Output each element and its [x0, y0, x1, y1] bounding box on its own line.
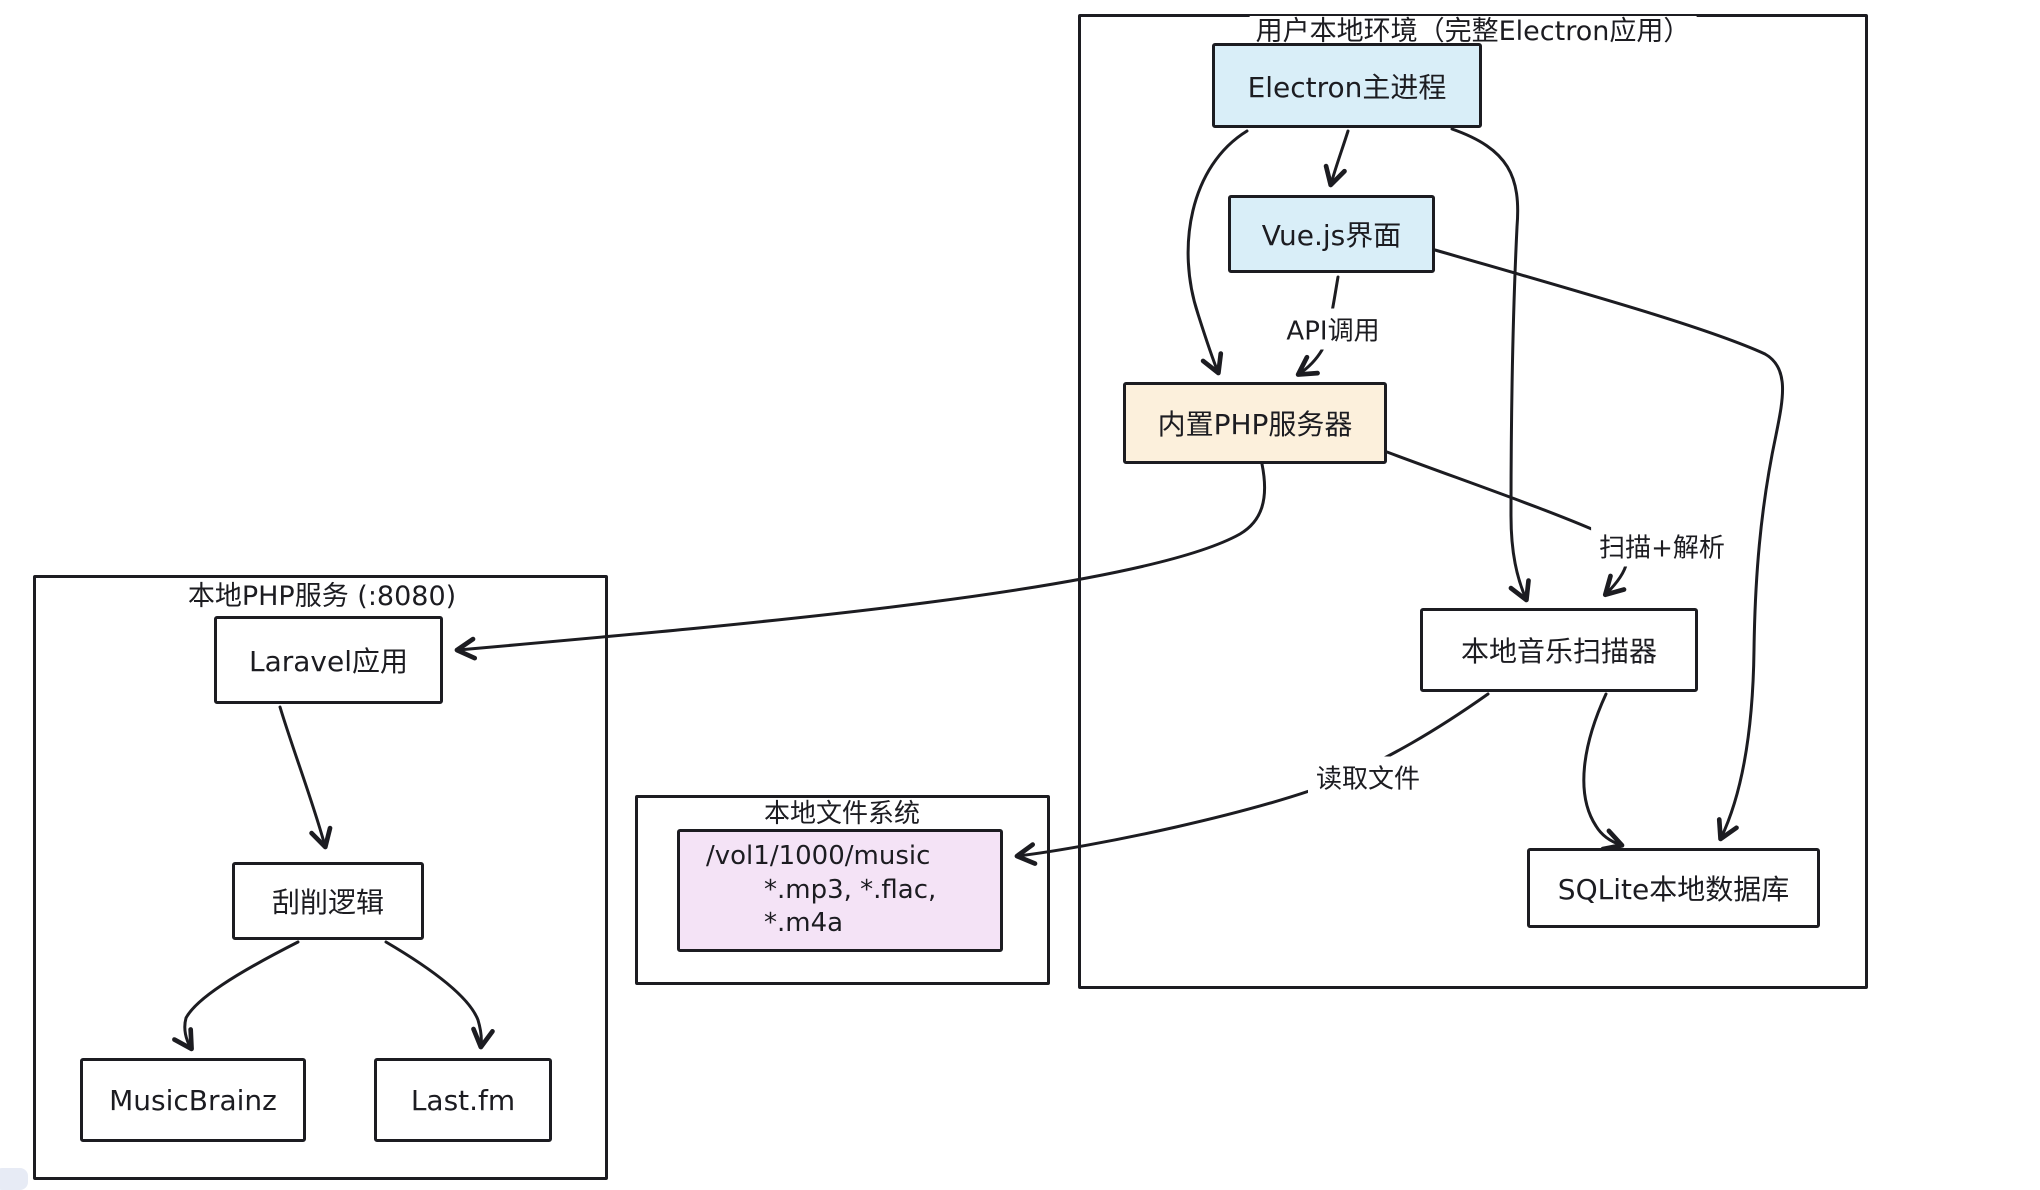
node-embedded-php-server-label: 内置PHP服务器 — [1157, 408, 1353, 441]
node-electron-main-process[interactable]: Electron主进程 — [1212, 43, 1482, 128]
node-music-path[interactable]: /vol1/1000/music *.mp3, *.flac, *.m4a — [677, 829, 1003, 952]
container-php-service-title: 本地PHP服务 (:8080) — [181, 581, 463, 613]
node-musicbrainz-label: MusicBrainz — [109, 1083, 277, 1117]
node-music-path-line1: /vol1/1000/music — [706, 840, 931, 871]
page-corner-chip — [0, 1168, 28, 1190]
node-vue-ui-label: Vue.js界面 — [1261, 219, 1402, 252]
node-laravel-app[interactable]: Laravel应用 — [214, 616, 443, 704]
node-music-path-line3: *.m4a — [764, 908, 844, 939]
node-local-music-scanner[interactable]: 本地音乐扫描器 — [1420, 608, 1698, 692]
node-musicbrainz[interactable]: MusicBrainz — [80, 1058, 306, 1142]
node-local-music-scanner-label: 本地音乐扫描器 — [1460, 635, 1657, 668]
node-electron-main-process-label: Electron主进程 — [1247, 70, 1447, 104]
node-lastfm[interactable]: Last.fm — [374, 1058, 552, 1142]
node-embedded-php-server[interactable]: 内置PHP服务器 — [1123, 382, 1387, 464]
edge-label-read-files: 读取文件 — [1307, 756, 1429, 798]
node-vue-ui[interactable]: Vue.js界面 — [1228, 195, 1435, 273]
container-file-system[interactable] — [635, 795, 1050, 985]
container-php-service[interactable] — [33, 575, 608, 1180]
node-lastfm-label: Last.fm — [410, 1083, 516, 1117]
node-scraper-logic[interactable]: 刮削逻辑 — [232, 862, 424, 940]
node-sqlite-local-db-label: SQLite本地数据库 — [1557, 873, 1790, 906]
node-laravel-app-label: Laravel应用 — [248, 645, 408, 678]
node-sqlite-local-db[interactable]: SQLite本地数据库 — [1527, 848, 1820, 928]
node-scraper-logic-label: 刮削逻辑 — [271, 886, 384, 919]
edge-label-scan-parse: 扫描+解析 — [1591, 525, 1733, 567]
node-music-path-line2: *.mp3, *.flac, — [764, 874, 937, 905]
container-user-env[interactable] — [1078, 14, 1868, 989]
container-file-system-title: 本地文件系统 — [757, 799, 927, 830]
edge-label-api-call: API调用 — [1278, 308, 1388, 350]
container-user-env-title: 用户本地环境（完整Electron应用） — [1249, 16, 1697, 48]
